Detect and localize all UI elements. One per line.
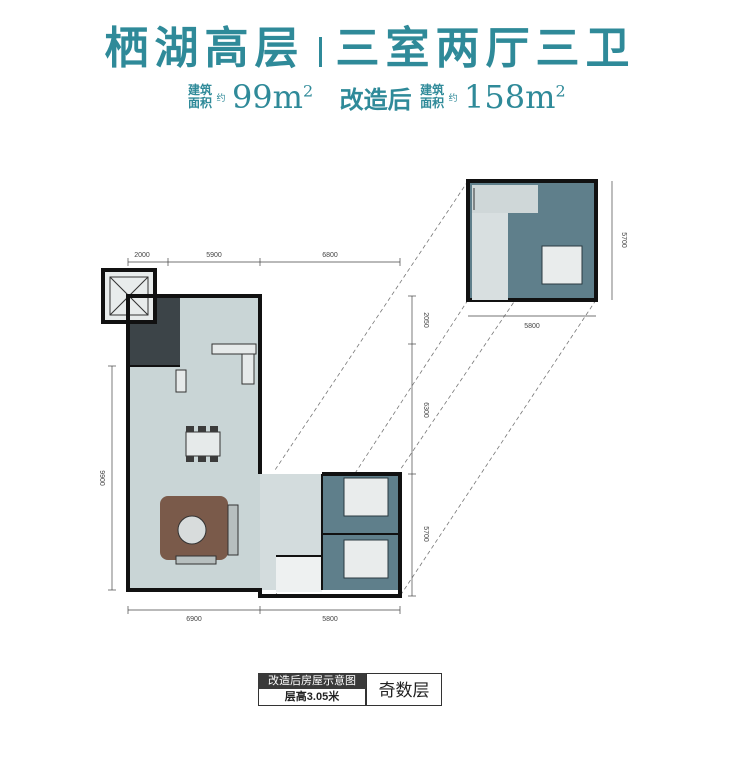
dim-inset-right: 5700 [620,232,627,248]
dim-right-1: 2050 [422,312,429,328]
caption-box: 改造后房屋示意图 层高3.05米 [258,673,366,706]
dim-inset-bottom: 5800 [524,323,540,330]
dim-right-2: 6300 [422,402,429,418]
floor-tag: 奇数层 [366,673,442,706]
dim-bottom-2: 5800 [322,616,338,623]
dining-set [185,426,221,462]
after-approx-mark: 约 [448,92,458,103]
dimension-labels: 2000 5900 6800 9900 6900 5800 2050 6300 … [98,232,627,623]
title-project: 栖湖高层 [104,23,305,74]
after-area-label: 建筑面积 [420,83,445,110]
page-title: 栖湖高层三室两厅三卫 [0,12,740,76]
inset-plan [466,179,598,302]
dim-top-3: 6800 [322,252,338,259]
title-separator [318,36,322,67]
title-layout: 三室两厅三卫 [335,23,636,74]
original-area-value: 99m2 [231,78,314,116]
bedrooms [276,474,398,592]
walls [126,294,402,598]
dim-top-1: 2000 [134,252,150,259]
dim-left: 9900 [98,470,105,486]
area-approx-mark: 约 [216,92,226,103]
dimension-lines [108,181,613,614]
living-area [160,496,239,565]
after-area-value: 158m2 [464,78,566,116]
floor-height: 层高3.05米 [258,689,366,706]
after-renovation-label: 改造后 [339,86,412,114]
kitchen [175,343,257,393]
area-label: 建筑面积 [188,83,213,110]
area-info: 建筑面积 约 99m2 改造后 建筑面积 约 158m2 [188,78,566,118]
dim-bottom-1: 6900 [186,616,202,623]
caption-title: 改造后房屋示意图 [258,673,366,689]
dim-right-3: 5700 [422,526,429,542]
dim-top-2: 5900 [206,252,222,259]
